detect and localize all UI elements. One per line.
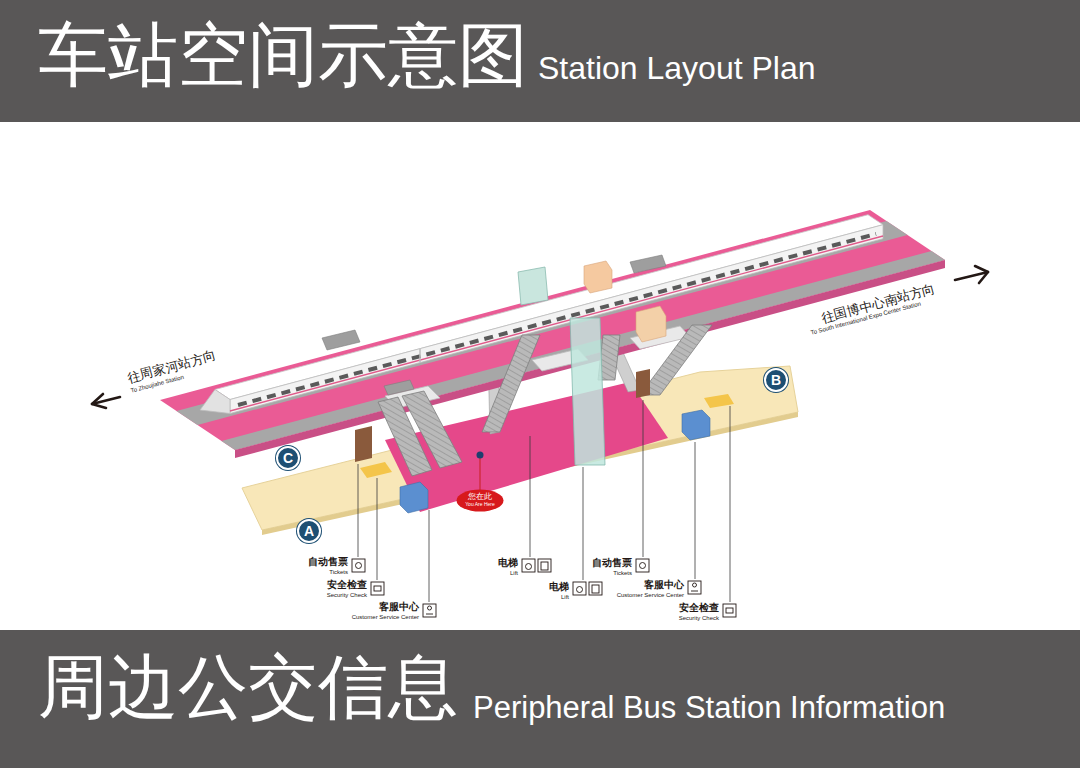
facility-label: 电梯 (498, 558, 518, 568)
service-center (682, 410, 710, 440)
subtitle-text: Station Layout Plan (538, 52, 816, 84)
marker-text: 您在此 (468, 493, 492, 501)
train-windows (238, 234, 876, 405)
roof-block (630, 255, 666, 273)
security-check (704, 394, 734, 408)
facility-label-en: Customer Service Center (617, 592, 684, 598)
facility-label-en: Customer Service Center (352, 614, 419, 620)
lift-shaft (570, 318, 605, 465)
car-joint (419, 349, 421, 362)
facility-label: 客服中心 (644, 580, 684, 590)
bus-info-band: 周边公交信息 Peripheral Bus Station Information (0, 630, 1080, 768)
facility-label-en: Security Check (327, 592, 367, 598)
marker-subtext: You Are Here (465, 502, 495, 507)
facility-label-en: Lift (510, 570, 518, 576)
facility-label: 自动售票 (592, 558, 632, 568)
ticket-machine (636, 369, 650, 398)
escalator (402, 391, 462, 468)
ticket-machine (355, 426, 372, 462)
exit-marker: C (276, 446, 300, 470)
track-far (177, 221, 908, 425)
marker-ellipse (457, 489, 504, 511)
facility-label-en: Tickets (613, 570, 632, 576)
facility-label: 安全检查 (327, 580, 367, 590)
train-roof (215, 215, 883, 400)
exit-letter: A (304, 524, 314, 538)
stair (482, 335, 540, 432)
title-band: 车站空间示意图 Station Layout Plan (0, 0, 1080, 122)
direction-arrow (92, 394, 120, 408)
exit-marker: B (764, 368, 788, 392)
facility-label-en: Security Check (679, 615, 719, 621)
facility-label: 安全检查 (679, 603, 719, 613)
leader-lines (358, 400, 730, 602)
equipment-box (584, 261, 612, 293)
exit-marker: A (297, 519, 321, 543)
exit-letter: C (283, 451, 293, 465)
section-title: 周边公交信息 (38, 652, 458, 722)
roof-block (322, 330, 360, 350)
train-body (230, 225, 883, 414)
facility-icons (352, 559, 736, 617)
you-are-here-marker: 您在此You Are Here (456, 489, 504, 512)
train-nose (200, 390, 230, 414)
security-check (360, 462, 392, 478)
facility-label: 电梯 (549, 582, 569, 592)
exit-letter: B (771, 373, 781, 387)
facility-label-en: Tickets (329, 569, 348, 575)
equipment-box (636, 306, 666, 342)
service-center (400, 482, 428, 513)
marker-pole (480, 458, 481, 490)
central-hall (385, 382, 668, 512)
platform-deck (160, 210, 945, 450)
facility-label: 自动售票 (308, 557, 348, 567)
escalator (640, 325, 712, 395)
direction-arrow (955, 266, 988, 283)
title-text: 车站空间示意图 (38, 20, 528, 90)
section-subtitle: Peripheral Bus Station Information (473, 692, 945, 723)
lift-shaft (518, 267, 548, 305)
facility-label-en: Lift (561, 594, 569, 600)
train-stripe (230, 236, 883, 411)
facility-label: 客服中心 (379, 602, 419, 612)
roof-block (384, 380, 414, 395)
marker-dot (477, 452, 484, 459)
